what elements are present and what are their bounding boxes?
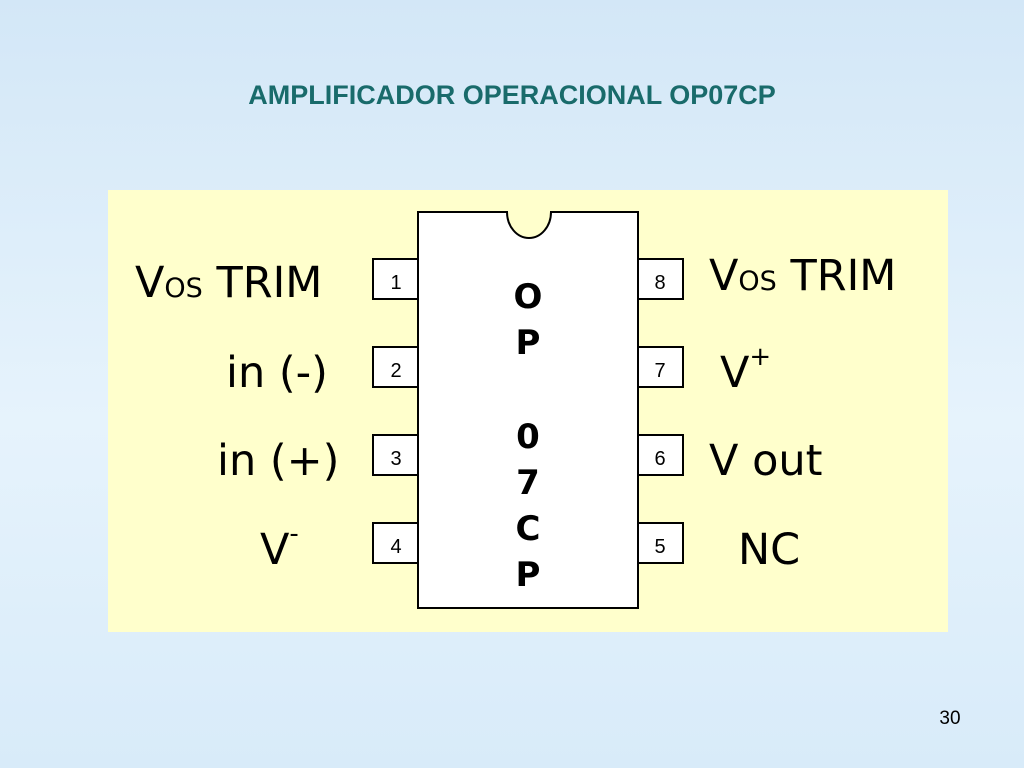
pin-number: 1	[390, 272, 401, 294]
pin-number: 5	[654, 536, 665, 558]
marking-char: C	[516, 509, 541, 549]
label-main: V	[720, 348, 750, 398]
pin-number: 4	[390, 536, 401, 558]
pin-number: 2	[390, 360, 401, 382]
label-pin3-noninverting-input: in (+)	[217, 436, 340, 486]
marking-char: O	[514, 277, 543, 317]
label-superscript: +	[749, 342, 772, 372]
label-rest: TRIM	[776, 251, 897, 301]
pin-number: 7	[654, 360, 665, 382]
label-main: V	[135, 258, 165, 308]
label-main: V	[709, 251, 739, 301]
pin-3: 3	[372, 434, 419, 476]
marking-char: 0	[516, 417, 540, 457]
label-subscript: OS	[738, 266, 777, 297]
label-pin4-v-minus: V-	[260, 521, 299, 572]
pin-5: 5	[637, 522, 684, 564]
pin-number: 6	[654, 448, 665, 470]
slide-number: 30	[939, 708, 961, 729]
pin-number: 3	[390, 448, 401, 470]
pin-2: 2	[372, 346, 419, 388]
label-rest: TRIM	[202, 258, 323, 308]
pin-6: 6	[637, 434, 684, 476]
pin-8: 8	[637, 258, 684, 300]
pin-7: 7	[637, 346, 684, 388]
label-pin2-inverting-input: in (-)	[226, 348, 328, 398]
label-subscript: OS	[164, 273, 203, 304]
label-pin7-v-plus: V+	[720, 344, 771, 395]
marking-char: 7	[516, 463, 540, 503]
label-pin5-nc: NC	[738, 525, 801, 575]
label-main: V	[260, 525, 290, 575]
chip-body	[417, 211, 639, 609]
label-pin6-v-out: V out	[709, 436, 823, 486]
pin-4: 4	[372, 522, 419, 564]
pin-number: 8	[654, 272, 665, 294]
pin-1: 1	[372, 258, 419, 300]
label-pin1-vos-trim: VOS TRIM	[135, 262, 322, 305]
label-pin8-vos-trim: VOS TRIM	[709, 255, 896, 298]
slide-title: AMPLIFICADOR OPERACIONAL OP07CP	[248, 80, 776, 110]
marking-char: P	[516, 555, 541, 595]
chip-marking: O P 0 7 C P	[514, 277, 543, 595]
label-superscript: -	[289, 519, 299, 549]
marking-char: P	[516, 323, 541, 363]
